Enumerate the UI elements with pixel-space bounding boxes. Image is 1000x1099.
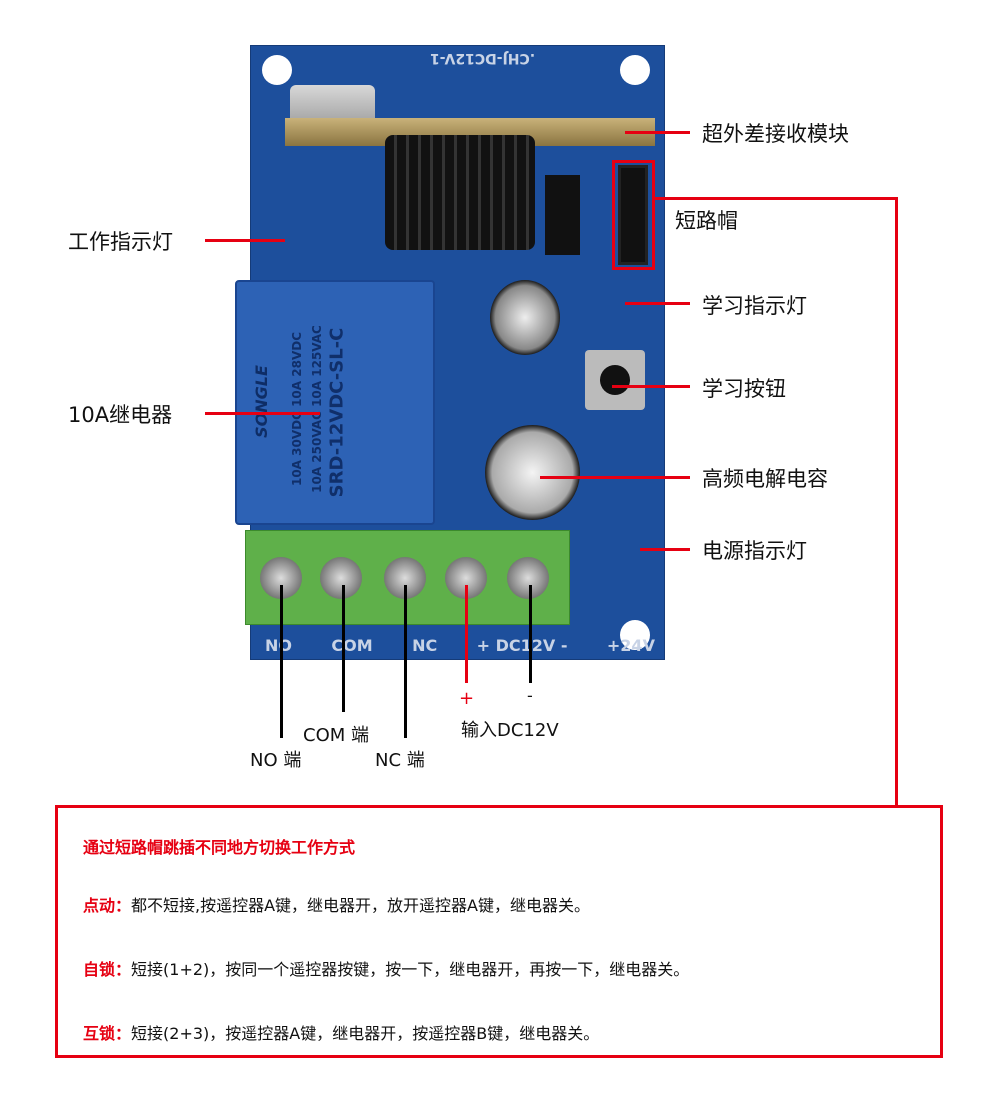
mode-name: 自锁：	[83, 960, 132, 979]
lead-nc	[404, 585, 407, 738]
label-relay: 10A继电器	[68, 403, 173, 427]
label-learn-led: 学习指示灯	[702, 294, 807, 318]
silk-nc: NC	[412, 636, 438, 655]
label-com: COM 端	[303, 725, 369, 746]
lead-com	[342, 585, 345, 712]
callout-line	[625, 302, 690, 305]
capacitor-small	[490, 280, 560, 355]
mount-hole	[620, 620, 650, 650]
silkscreen-labels: NO COM NC + DC12V - +24V	[265, 636, 655, 655]
label-power-led: 电源指示灯	[702, 539, 807, 563]
lead-minus	[529, 585, 532, 683]
jumper-highlight	[612, 160, 655, 270]
label-learn-button: 学习按钮	[702, 377, 786, 401]
capacitor-large	[485, 425, 580, 520]
mode-row: 互锁：短接(2+3)，按遥控器A键，继电器开，按遥控器B键，继电器关。	[83, 1020, 599, 1044]
callout-line	[612, 385, 690, 388]
info-title: 通过短路帽跳插不同地方切换工作方式	[83, 838, 356, 857]
label-input: 输入DC12V	[461, 720, 559, 741]
mount-hole	[262, 55, 292, 85]
silk-24v: +24V	[606, 636, 655, 655]
mount-hole	[620, 55, 650, 85]
mode-name: 互锁：	[83, 1024, 132, 1043]
label-jumper-cap: 短路帽	[675, 209, 738, 233]
terminal-screw-minus	[507, 557, 549, 599]
silk-no: NO	[265, 636, 292, 655]
relay-brand: SONGLE	[251, 365, 271, 438]
mode-desc: 都不短接,按遥控器A键，继电器开，放开遥控器A键，继电器关。	[131, 896, 590, 915]
callout-line	[895, 197, 898, 806]
callout-line	[640, 548, 690, 551]
label-nc: NC 端	[375, 750, 425, 771]
silk-dc12v: + DC12V -	[476, 636, 568, 655]
ic-chip	[545, 175, 580, 255]
mode-desc: 短接(1+2)，按同一个遥控器按键，按一下，继电器开，再按一下，继电器关。	[131, 960, 690, 979]
callout-line	[205, 239, 285, 242]
module-code: .CHJ-DC12V-1	[430, 50, 536, 66]
jumper-cap[interactable]	[618, 165, 648, 265]
callout-line	[655, 197, 898, 200]
callout-line	[625, 131, 690, 134]
lead-no	[280, 585, 283, 738]
antenna-coil	[385, 135, 535, 250]
lead-plus	[465, 585, 468, 683]
relay-rating: 10A 30VDC 10A 28VDC	[290, 332, 304, 487]
label-no: NO 端	[250, 750, 302, 771]
mode-info-box: 通过短路帽跳插不同地方切换工作方式 点动：都不短接,按遥控器A键，继电器开，放开…	[55, 805, 943, 1058]
terminal-screw-com	[320, 557, 362, 599]
mode-desc: 短接(2+3)，按遥控器A键，继电器开，按遥控器B键，继电器关。	[131, 1024, 600, 1043]
relay-rating: 10A 250VAC 10A 125VAC	[310, 325, 324, 493]
callout-line	[205, 412, 320, 415]
label-plus: +	[459, 688, 475, 709]
relay-model: SRD-12VDC-SL-C	[326, 327, 348, 498]
label-receiver-module: 超外差接收模块	[702, 122, 849, 146]
label-work-led: 工作指示灯	[68, 230, 173, 254]
relay: SONGLE SRD-12VDC-SL-C 10A 30VDC 10A 28VD…	[235, 280, 435, 525]
label-capacitor: 高频电解电容	[702, 467, 828, 491]
callout-line	[540, 476, 690, 479]
mode-row: 点动：都不短接,按遥控器A键，继电器开，放开遥控器A键，继电器关。	[83, 892, 590, 916]
silk-com: COM	[331, 636, 373, 655]
mode-name: 点动：	[83, 896, 132, 915]
mode-row: 自锁：短接(1+2)，按同一个遥控器按键，按一下，继电器开，再按一下，继电器关。	[83, 956, 689, 980]
label-minus: -	[527, 686, 533, 705]
learn-button[interactable]	[585, 350, 645, 410]
